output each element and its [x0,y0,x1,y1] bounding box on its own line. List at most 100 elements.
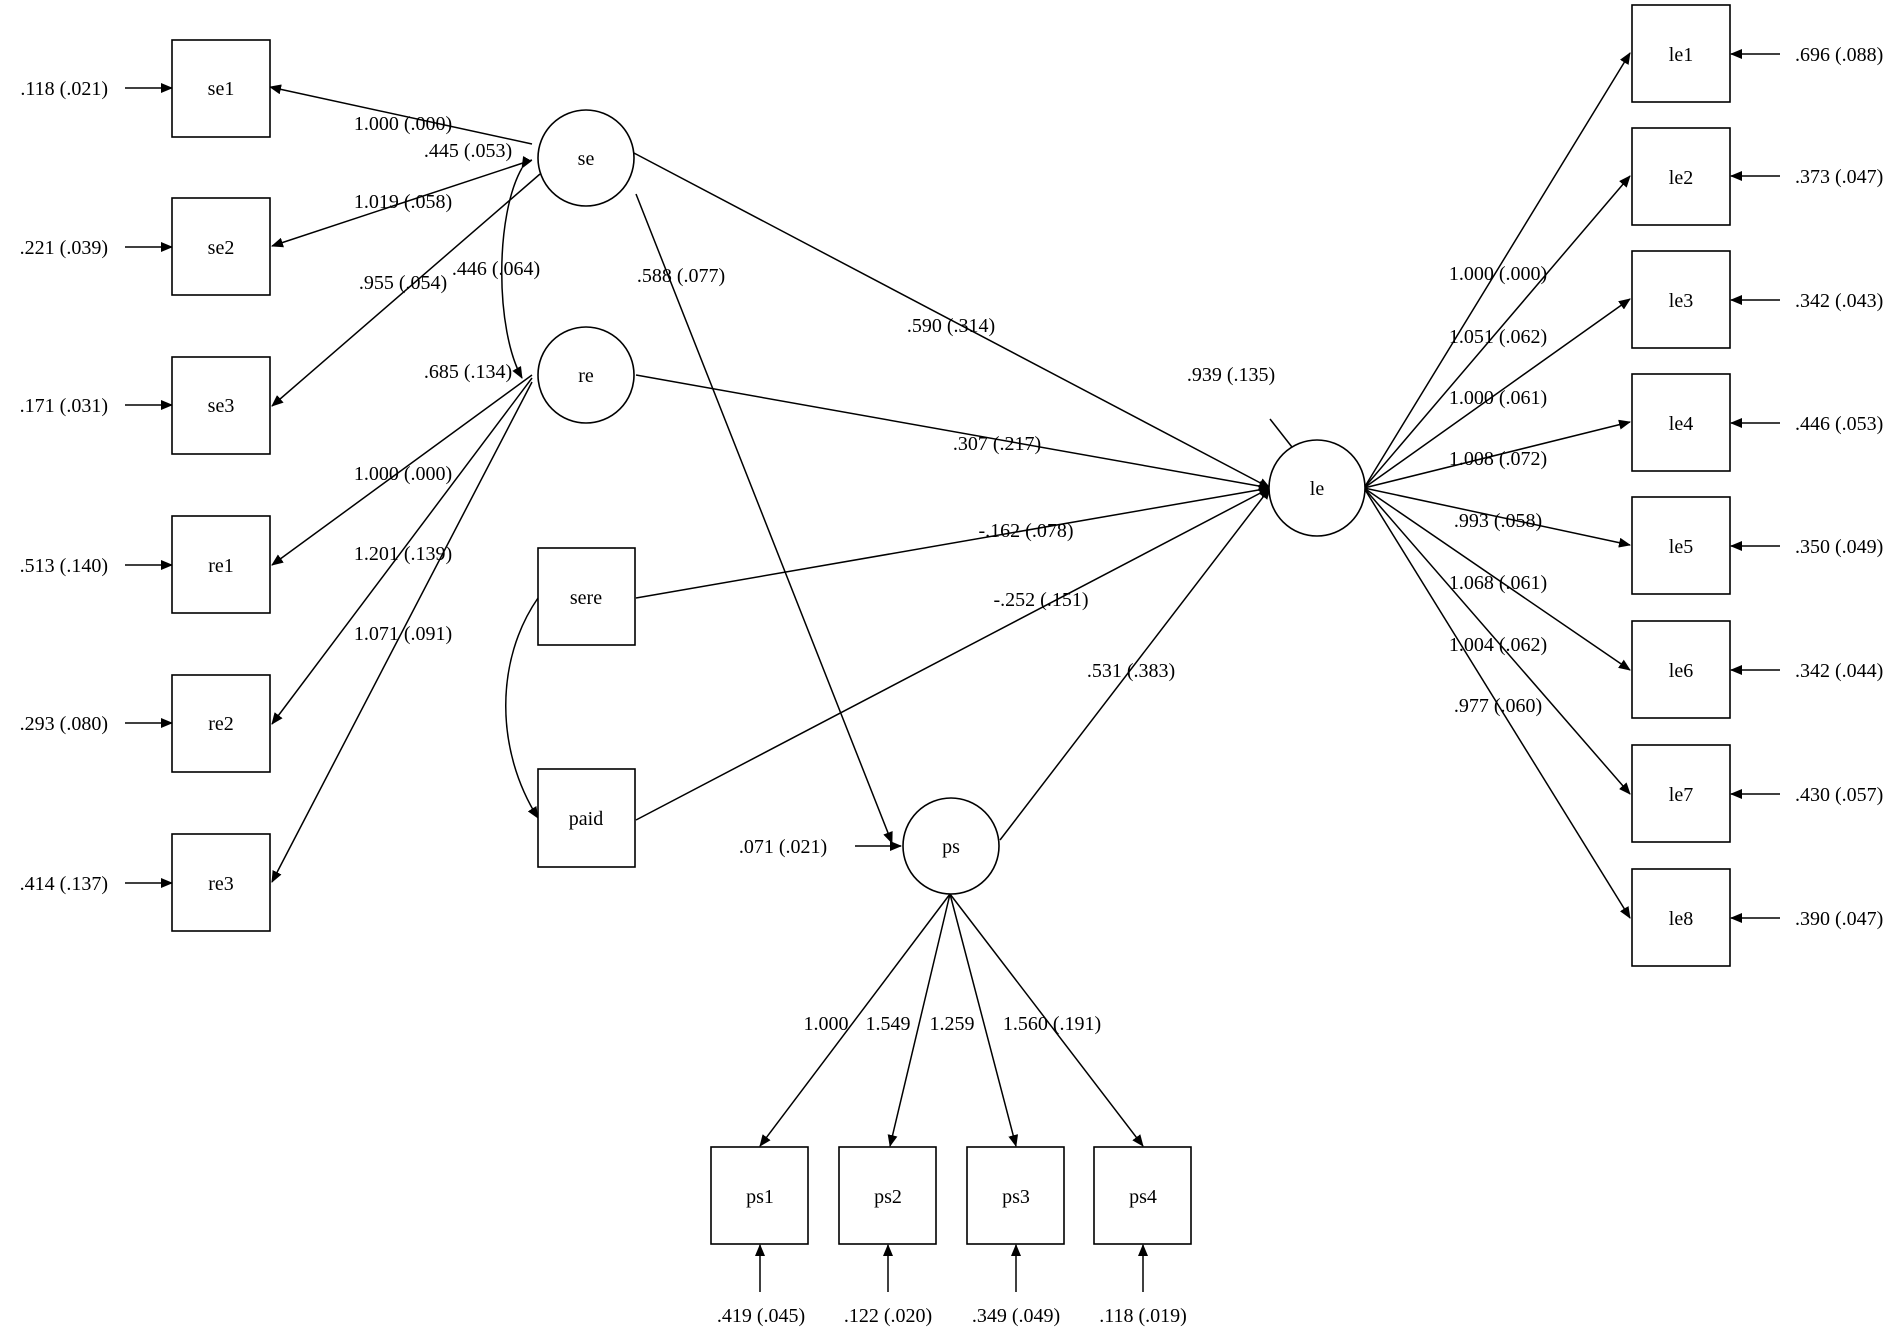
error-label-ps: .071 (.021) [739,836,827,858]
node-re1 [171,515,271,614]
node-re3-label: re3 [208,873,234,895]
edge-se-se2 [271,159,533,248]
loading-label-le-le1: 1.000 (.000) [1449,263,1547,285]
error-label-ps2: .122 (.020) [844,1305,932,1327]
edge-le-le2 [1363,175,1631,489]
node-le1-label: le1 [1669,44,1693,66]
error-label-le3: .342 (.043) [1795,290,1883,312]
node-le6-label: le6 [1669,660,1693,682]
error-label-le4: .446 (.053) [1795,413,1883,435]
edge-le-le1 [1363,52,1631,489]
edge-se-se3 [271,173,541,407]
error-label-le2: .373 (.047) [1795,166,1883,188]
node-se [537,109,635,207]
node-se1 [171,39,271,138]
node-le4-label: le4 [1669,413,1693,435]
error-label-ps3: .349 (.049) [972,1305,1060,1327]
edge-re-le [635,374,1271,491]
node-le3 [1631,250,1731,349]
edge-re-re1 [271,374,533,566]
node-ps4 [1093,1146,1192,1245]
edge-le-le5 [1363,487,1631,548]
edge-le-le3 [1363,298,1631,489]
node-re2-label: re2 [208,713,234,735]
path-label-se-le: .590 (.314) [907,315,995,337]
loading-label-ps-ps3: 1.259 [930,1013,975,1035]
node-ps3-label: ps3 [1002,1186,1030,1208]
node-le2 [1631,127,1731,226]
node-sere-label: sere [570,587,602,609]
node-se3-label: se3 [208,395,235,417]
node-le5 [1631,496,1731,595]
loading-label-le-le6: 1.068 (.061) [1449,572,1547,594]
node-le7-label: le7 [1669,784,1693,806]
path-label-re-var: .685 (.134) [424,361,512,383]
node-le-label: le [1310,478,1325,500]
edge-le-le8 [1363,487,1631,919]
edge-ps-ps1 [759,893,951,1147]
edge-re-re2 [271,377,533,725]
node-ps1 [710,1146,809,1245]
path-label-se-var: .445 (.053) [424,140,512,162]
error-label-ps1: .419 (.045) [717,1305,805,1327]
node-le3-label: le3 [1669,290,1693,312]
node-paid [537,768,636,868]
node-sere [537,547,636,646]
edge-se-re-cov [501,155,532,379]
node-ps [902,797,1000,895]
node-se-label: se [578,148,595,170]
node-ps1-label: ps1 [746,1186,774,1208]
loading-label-le-le5: .993 (.058) [1454,510,1542,532]
node-re3 [171,833,271,932]
loading-label-re-re3: 1.071 (.091) [354,623,452,645]
edge-se-se1 [269,84,533,145]
error-label-le6: .342 (.044) [1795,660,1883,682]
node-re-label: re [578,365,594,387]
edge-ps-ps3 [949,893,1019,1147]
path-label-sere-le: -.162 (.078) [979,520,1074,542]
error-label-se2: .221 (.039) [20,237,108,259]
loading-label-ps-ps2: 1.549 [866,1013,911,1035]
edge-le-le7 [1363,487,1631,795]
node-ps4-label: ps4 [1129,1186,1157,1208]
node-ps3 [966,1146,1065,1245]
node-le2-label: le2 [1669,167,1693,189]
loading-label-se-se3: .955 (.054) [359,272,447,294]
node-se1-label: se1 [208,78,235,100]
error-label-le: .939 (.135) [1187,364,1275,386]
node-le7 [1631,744,1731,843]
node-le4 [1631,373,1731,472]
loading-label-se-se1: 1.000 (.000) [354,113,452,135]
loading-label-ps-ps4: 1.560 (.191) [1003,1013,1101,1035]
error-label-re3: .414 (.137) [20,873,108,895]
path-label-ps-le: .531 (.383) [1087,660,1175,682]
node-re1-label: re1 [208,555,234,577]
error-label-se1: .118 (.021) [20,78,108,100]
node-re [537,326,635,424]
loading-label-le-le2: 1.051 (.062) [1449,326,1547,348]
edge-le-le4 [1363,419,1631,489]
path-label-re-le: .307 (.217) [953,433,1041,455]
error-label-le8: .390 (.047) [1795,908,1883,930]
loading-label-se-se2: 1.019 (.058) [354,191,452,213]
error-label-le7: .430 (.057) [1795,784,1883,806]
node-se3 [171,356,271,455]
edge-sere-paid-cov [505,586,549,819]
loading-label-le-le4: 1.008 (.072) [1449,448,1547,470]
loading-label-le-le3: 1.000 (.061) [1449,387,1547,409]
edge-ps-ps4 [949,893,1144,1147]
node-re2 [171,674,271,773]
edge-ps-ps2 [887,893,951,1147]
node-ps2 [838,1146,937,1245]
node-le1 [1631,4,1731,103]
node-se2-label: se2 [208,237,235,259]
loading-label-re-re1: 1.000 (.000) [354,463,452,485]
edge-sere-le [635,484,1271,599]
path-label-se-re-cov: .446 (.064) [452,258,540,280]
loading-label-ps-ps1: 1.000 [804,1013,849,1035]
edge-se-ps [635,193,893,844]
node-le5-label: le5 [1669,536,1693,558]
error-label-re2: .293 (.080) [20,713,108,735]
error-label-le1: .696 (.088) [1795,44,1883,66]
